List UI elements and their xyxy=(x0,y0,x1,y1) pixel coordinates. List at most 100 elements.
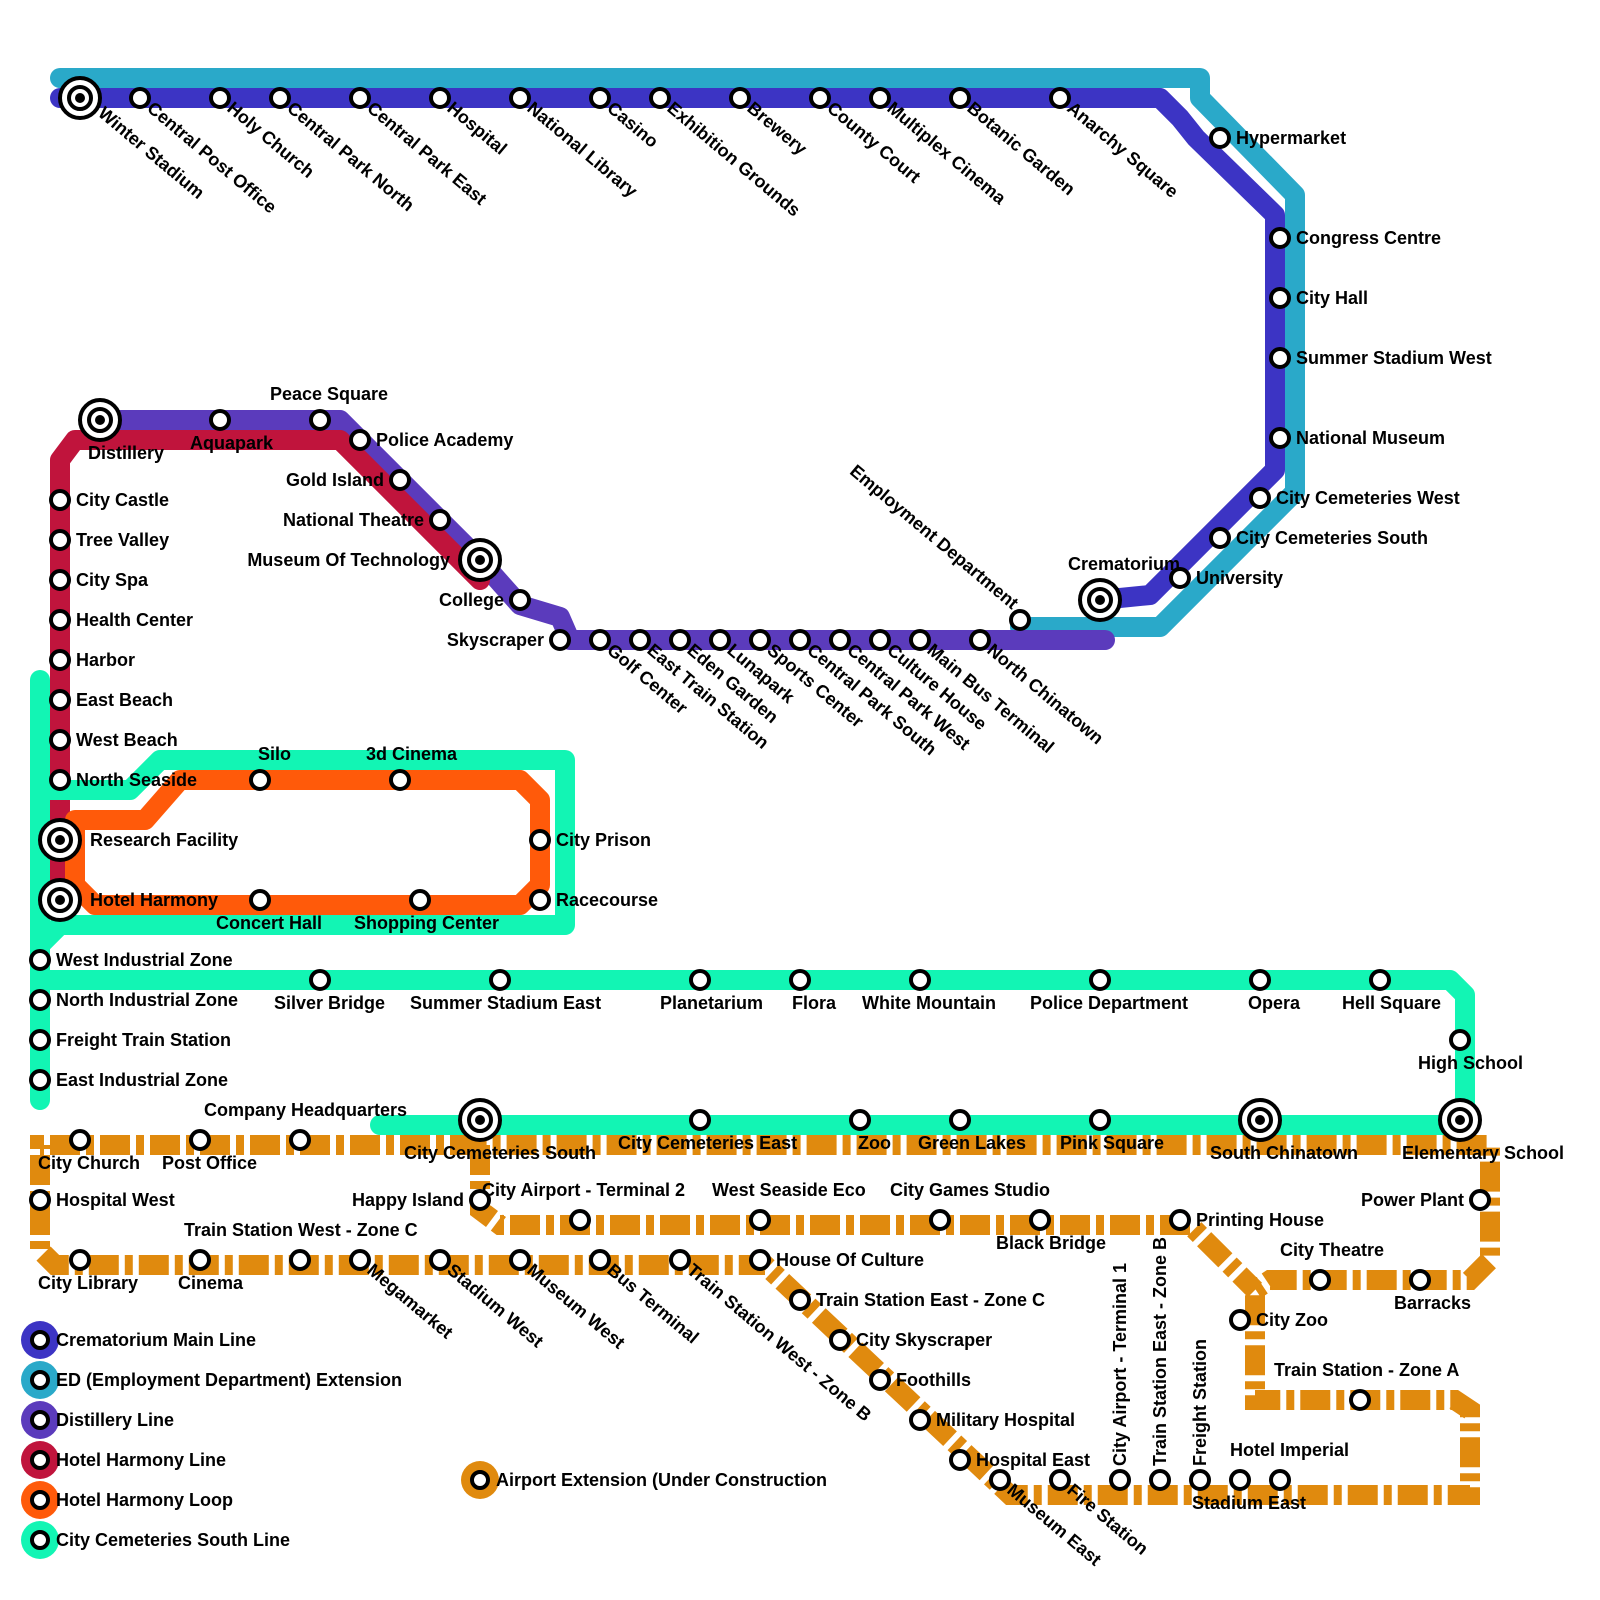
station-marker xyxy=(1111,1471,1129,1489)
legend-label: ED (Employment Department) Extension xyxy=(56,1370,402,1390)
station-label: Military Hospital xyxy=(936,1410,1075,1430)
station-marker xyxy=(51,611,69,629)
station-foothills[interactable]: Foothills xyxy=(871,1370,971,1390)
station-marker xyxy=(131,89,149,107)
station-police-academy[interactable]: Police Academy xyxy=(351,430,513,450)
station-power-plant[interactable]: Power Plant xyxy=(1361,1190,1489,1210)
station-freight-station[interactable]: Freight Station xyxy=(1190,1339,1210,1489)
legend-label: Hotel Harmony Loop xyxy=(56,1490,233,1510)
station-marker xyxy=(511,89,529,107)
station-marker xyxy=(71,1251,89,1269)
station-city-cemeteries-west[interactable]: City Cemeteries West xyxy=(1251,488,1460,508)
station-label: East Industrial Zone xyxy=(56,1070,228,1090)
station-marker xyxy=(991,1471,1009,1489)
station-summer-stadium-west[interactable]: Summer Stadium West xyxy=(1271,348,1492,368)
station-label: Train Station - Zone A xyxy=(1274,1360,1459,1380)
station-military-hospital[interactable]: Military Hospital xyxy=(911,1410,1075,1430)
station-marker xyxy=(51,531,69,549)
station-label: Racecourse xyxy=(556,890,658,910)
station-city-spa[interactable]: City Spa xyxy=(51,570,149,590)
station-marker xyxy=(951,1111,969,1129)
station-label: City Spa xyxy=(76,570,149,590)
station-marker xyxy=(351,431,369,449)
station-exhibition-grounds[interactable]: Exhibition Grounds xyxy=(651,89,804,220)
station-label: Employment Department xyxy=(846,461,1022,613)
station-train-station-east-zone-c[interactable]: Train Station East - Zone C xyxy=(791,1290,1045,1310)
station-label: Train Station West - Zone C xyxy=(184,1220,418,1240)
station-city-cemeteries-south-north[interactable]: City Cemeteries South xyxy=(1211,528,1428,548)
station-marker xyxy=(391,471,409,489)
station-city-skyscraper[interactable]: City Skyscraper xyxy=(831,1330,992,1350)
station-marker xyxy=(551,631,569,649)
station-happy-island[interactable]: Happy Island xyxy=(352,1190,489,1210)
station-label: City Games Studio xyxy=(890,1180,1050,1200)
station-label: Zoo xyxy=(858,1133,891,1153)
station-marker xyxy=(211,411,229,429)
station-harbor[interactable]: Harbor xyxy=(51,650,135,670)
station-marker xyxy=(1271,429,1289,447)
station-marker xyxy=(511,591,529,609)
station-health-center[interactable]: Health Center xyxy=(51,610,193,630)
station-university[interactable]: University xyxy=(1171,568,1283,588)
ed-extension-path xyxy=(60,78,1295,627)
station-freight-train-station[interactable]: Freight Train Station xyxy=(31,1030,231,1050)
station-label: Hospital East xyxy=(976,1450,1090,1470)
station-marker xyxy=(791,971,809,989)
station-label: City Library xyxy=(38,1273,138,1293)
station-house-of-culture[interactable]: House Of Culture xyxy=(751,1250,924,1270)
station-city-zoo[interactable]: City Zoo xyxy=(1231,1310,1328,1330)
station-label: Research Facility xyxy=(90,830,238,850)
station-north-industrial-zone[interactable]: North Industrial Zone xyxy=(31,990,238,1010)
station-label: City Cemeteries East xyxy=(618,1133,797,1153)
station-marker xyxy=(1171,1211,1189,1229)
station-marker xyxy=(751,1251,769,1269)
station-college[interactable]: College xyxy=(439,590,529,610)
station-marker xyxy=(351,89,369,107)
station-city-airport-terminal-1[interactable]: City Airport - Terminal 1 xyxy=(1110,1263,1130,1489)
station-label: City Zoo xyxy=(1256,1310,1328,1330)
station-label: City Airport - Terminal 1 xyxy=(1110,1263,1130,1466)
station-label: West Seaside Eco xyxy=(712,1180,866,1200)
station-city-hall[interactable]: City Hall xyxy=(1271,288,1368,308)
station-marker xyxy=(51,691,69,709)
station-west-industrial-zone[interactable]: West Industrial Zone xyxy=(31,950,233,970)
station-marker xyxy=(1091,971,1109,989)
station-marker xyxy=(1251,971,1269,989)
station-marker xyxy=(1191,1471,1209,1489)
legend-item: Hotel Harmony Loop xyxy=(21,1481,233,1519)
station-label: Shopping Center xyxy=(354,913,499,933)
station-marker xyxy=(531,831,549,849)
station-label: Black Bridge xyxy=(996,1233,1106,1253)
station-employment-department[interactable]: Employment Department xyxy=(846,461,1029,629)
station-label: Police Department xyxy=(1030,993,1188,1013)
station-label: City Castle xyxy=(76,490,169,510)
station-congress-centre[interactable]: Congress Centre xyxy=(1271,228,1441,248)
station-national-museum[interactable]: National Museum xyxy=(1271,428,1445,448)
station-marker xyxy=(1031,1211,1049,1229)
station-west-beach[interactable]: West Beach xyxy=(51,730,178,750)
station-marker xyxy=(431,511,449,529)
legend-label: Airport Extension (Under Construction xyxy=(496,1470,827,1490)
legend-label: Distillery Line xyxy=(56,1410,174,1430)
station-marker xyxy=(1151,1471,1169,1489)
legend-label: Hotel Harmony Line xyxy=(56,1450,226,1470)
station-label: University xyxy=(1196,568,1283,588)
station-marker xyxy=(491,971,509,989)
station-printing-house[interactable]: Printing House xyxy=(1171,1210,1324,1230)
station-label: National Museum xyxy=(1296,428,1445,448)
station-marker xyxy=(51,771,69,789)
station-marker xyxy=(1451,1031,1469,1049)
station-marker xyxy=(591,89,609,107)
station-marker xyxy=(691,1111,709,1129)
station-label: Museum Of Technology xyxy=(247,550,450,570)
station-racecourse[interactable]: Racecourse xyxy=(531,890,658,910)
station-label: Hell Square xyxy=(1342,993,1441,1013)
station-train-station-east-zone-b[interactable]: Train Station East - Zone B xyxy=(1150,1237,1170,1489)
station-hospital-west[interactable]: Hospital West xyxy=(31,1190,175,1210)
station-label: Concert Hall xyxy=(216,913,322,933)
station-east-industrial-zone[interactable]: East Industrial Zone xyxy=(31,1070,228,1090)
legend-label: Crematorium Main Line xyxy=(56,1330,256,1350)
station-label: Peace Square xyxy=(270,384,388,404)
station-label: Post Office xyxy=(162,1153,257,1173)
station-skyscraper[interactable]: Skyscraper xyxy=(447,630,569,650)
